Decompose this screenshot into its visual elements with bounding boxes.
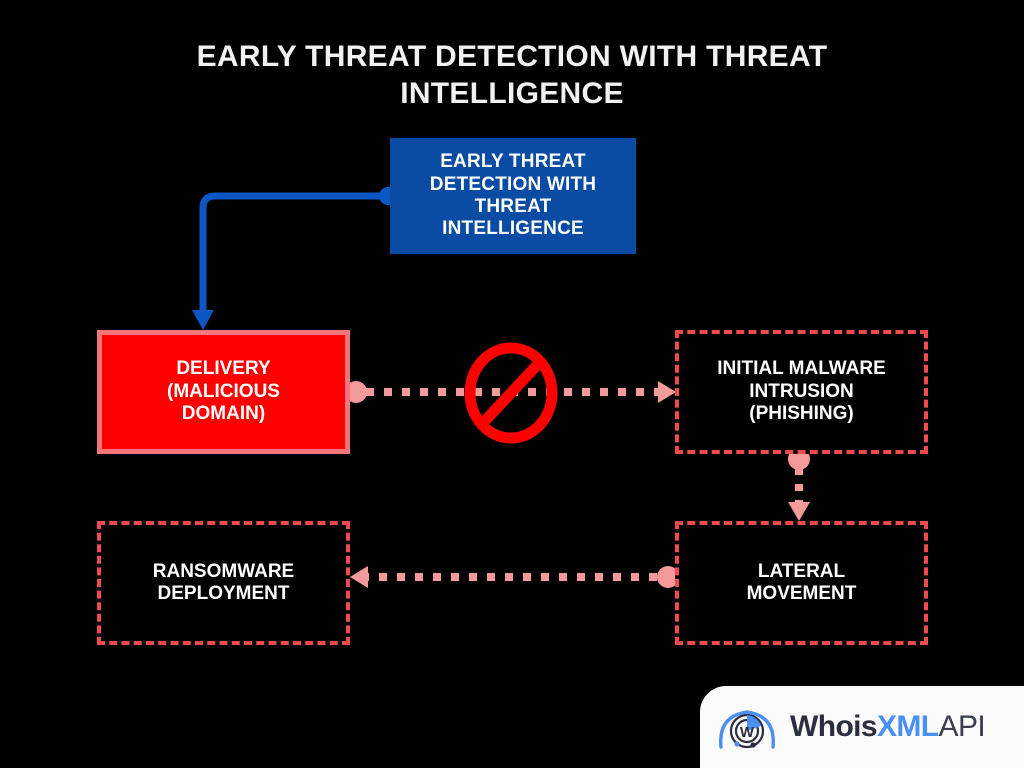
node-initial-malware-intrusion[interactable]: INITIAL MALWARE INTRUSION (PHISHING) [675, 330, 928, 454]
no-entry-icon [464, 342, 558, 444]
node-label-line: EARLY THREAT [440, 151, 586, 173]
node-delivery[interactable]: DELIVERY (MALICIOUS DOMAIN) [97, 330, 350, 454]
node-label-line: DETECTION WITH [429, 173, 597, 195]
node-lateral-movement[interactable]: LATERAL MOVEMENT [675, 521, 928, 645]
edge-intel-to-delivery [192, 187, 397, 330]
logo-whois-text: Whois [790, 710, 878, 743]
logo-api-text: API [938, 710, 986, 743]
whoisxmlapi-radar-icon: W [719, 710, 775, 749]
node-label: EARLY THREAT DETECTION WITH THREAT INTEL… [390, 151, 636, 241]
page-title: EARLY THREAT DETECTION WITH THREAT INTEL… [196, 40, 828, 111]
node-label-line: LATERAL [757, 560, 846, 582]
node-label-line: (MALICIOUS [167, 380, 280, 402]
node-label: INITIAL MALWARE INTRUSION (PHISHING) [679, 358, 924, 425]
logo-xml-text: XML [877, 710, 939, 743]
node-label-line: INTRUSION [749, 380, 854, 402]
node-label-line: INITIAL MALWARE [717, 358, 886, 380]
node-label: RANSOMWARE DEPLOYMENT [101, 561, 346, 606]
edge-lateral-to-ransomware [350, 566, 679, 588]
logo-wordmark: WhoisXMLAPI [790, 710, 986, 744]
edge-malware-to-lateral [788, 448, 810, 521]
whoisxmlapi-logo[interactable]: W WhoisXMLAPI [700, 686, 1024, 768]
node-label-line: DELIVERY [176, 358, 271, 380]
node-ransomware-deployment[interactable]: RANSOMWARE DEPLOYMENT [97, 521, 350, 645]
node-label-line: RANSOMWARE [152, 560, 295, 582]
node-label-line: DEPLOYMENT [157, 583, 290, 604]
node-label-line: THREAT [474, 196, 552, 217]
logo-mark-letter: W [740, 724, 755, 741]
node-label: LATERAL MOVEMENT [679, 561, 924, 606]
node-early-threat-detection[interactable]: EARLY THREAT DETECTION WITH THREAT INTEL… [390, 138, 636, 254]
node-label: DELIVERY (MALICIOUS DOMAIN) [102, 358, 345, 425]
node-label-line: DOMAIN) [181, 403, 266, 425]
node-label-line: (PHISHING) [749, 403, 854, 425]
node-label-line: MOVEMENT [746, 583, 857, 604]
node-label-line: INTELLIGENCE [442, 218, 584, 240]
